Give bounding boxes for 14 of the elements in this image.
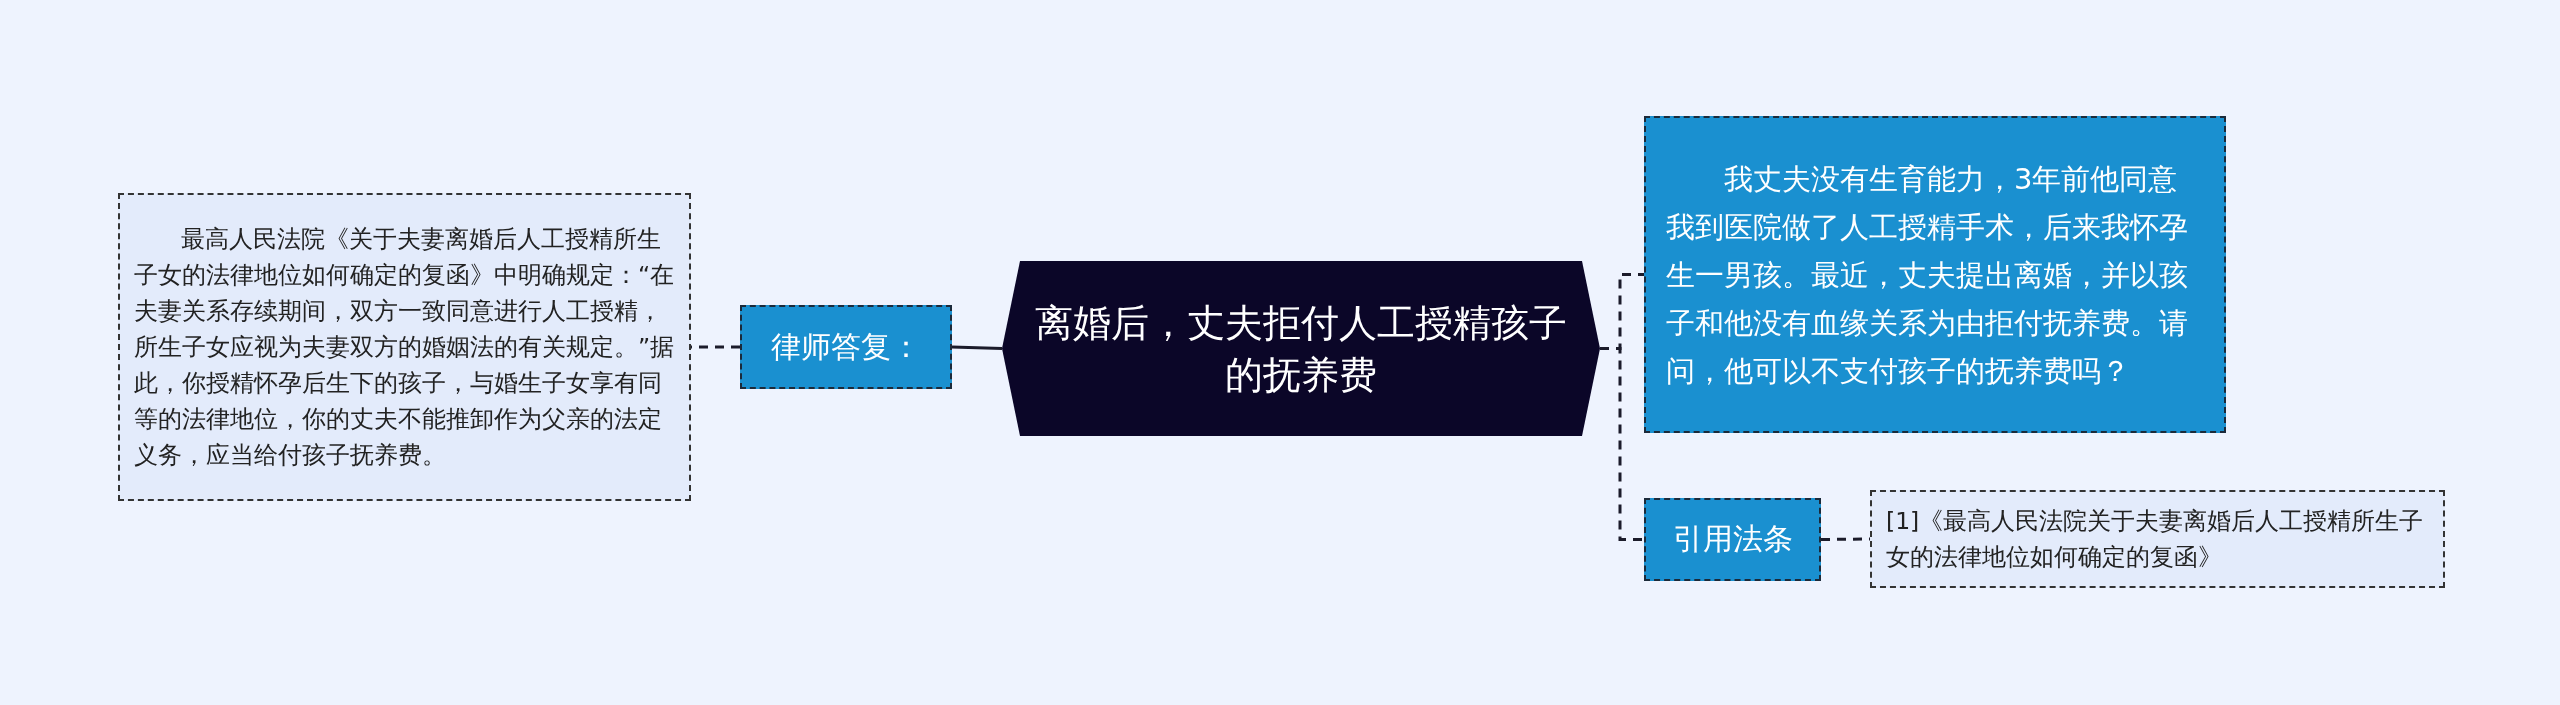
connector-line bbox=[951, 345, 1003, 350]
category-box bbox=[1644, 498, 1821, 581]
question-box bbox=[1644, 116, 2226, 433]
body-text: 我丈夫没有生育能力，3年前他同意我到医院做了人工授精手术，后来我怀孕生一男孩。最近，丈夫提出离婚，并以孩子和他没有血缘关系为由拒付抚养费。请问，他可以不支付孩子的抚养费吗？ bbox=[1666, 160, 2189, 390]
citation-box bbox=[1870, 490, 2445, 588]
topic-title: 离婚后，丈夫拒付人工授精孩子的抚养费 bbox=[1034, 299, 1568, 399]
body-text: [1]《最高人民法院关于夫妻离婚后人工授精所生子女的法律地位如何确定的复函》 bbox=[1886, 506, 2425, 573]
category-box bbox=[740, 305, 952, 389]
connector-line bbox=[1600, 347, 1644, 541]
category-label: 引用法条 bbox=[1672, 520, 1793, 558]
answer-box bbox=[118, 193, 691, 501]
topic-hexagon bbox=[1002, 261, 1600, 436]
category-label: 律师答复： bbox=[771, 327, 921, 366]
body-text: 最高人民法院《关于夫妻离婚后人工授精所生子女的法律地位如何确定的复函》中明确规定：“在夫妻关系存续期间，双方一致同意进行人工授精，所生子女应视为夫妻双方的婚姻法的有关规定。”据此，你授精怀孕后生下的孩子，与婚生子女享有同等的法律地位，你的丈夫不能推卸作为父亲的法定义务，应当给付孩子抚养费。 bbox=[134, 224, 675, 471]
